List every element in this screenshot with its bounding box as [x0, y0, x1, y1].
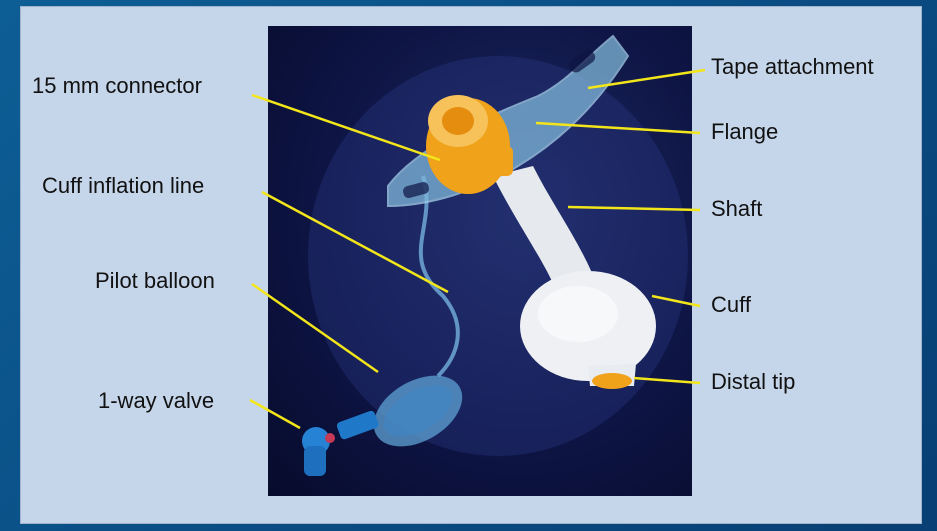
label-15mm-connector: 15 mm connector [32, 75, 202, 97]
label-flange: Flange [711, 121, 778, 143]
leader-flange [536, 123, 700, 133]
leader-cuff-inflation-line [262, 192, 448, 292]
label-one-way-valve: 1-way valve [98, 390, 214, 412]
leader-connector [252, 95, 440, 160]
leader-pilot-balloon [252, 284, 378, 372]
label-pilot-balloon: Pilot balloon [95, 270, 215, 292]
label-tape-attachment: Tape attachment [711, 56, 874, 78]
leader-distal-tip [634, 378, 700, 383]
leader-shaft [568, 207, 700, 210]
label-cuff-inflation-line: Cuff inflation line [42, 175, 204, 197]
leader-cuff [652, 296, 700, 306]
leader-tape-attachment [588, 70, 705, 88]
leader-one-way-valve [250, 400, 300, 428]
label-distal-tip: Distal tip [711, 371, 795, 393]
label-cuff: Cuff [711, 294, 751, 316]
label-shaft: Shaft [711, 198, 762, 220]
